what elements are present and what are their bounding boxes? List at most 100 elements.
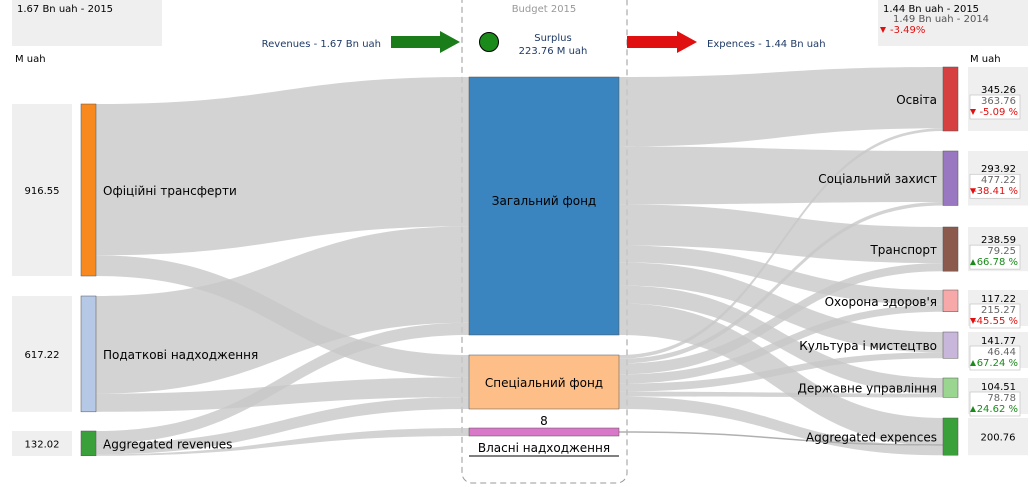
- expence-label-6: Aggregated expences: [806, 431, 937, 445]
- expence-change-4: 67.24 %: [977, 358, 1018, 369]
- source-value-0: 916.55: [25, 186, 60, 197]
- source-value-box-2: [12, 431, 72, 456]
- surplus-label: Surplus: [534, 33, 571, 44]
- flow-out-own-revenue: [618, 431, 944, 446]
- budget-panel-border: [461, 0, 628, 484]
- flow-in-6: [96, 428, 469, 456]
- flow-out-11: [619, 352, 943, 392]
- change-down-icon-0: [970, 109, 976, 115]
- left-summary-label: 1.67 Bn uah - 2015: [17, 4, 113, 15]
- fund-node-0[interactable]: [468, 76, 620, 336]
- flow-out-2: [619, 204, 943, 264]
- right-change-down-icon: [880, 27, 886, 33]
- expence-change-2: 66.78 %: [977, 257, 1018, 268]
- expence-prev-3: 215.27: [981, 305, 1016, 316]
- expence-compare-box-3: [969, 303, 1021, 329]
- fund-value-2: 8: [540, 414, 548, 428]
- expence-prev-1: 477.22: [981, 175, 1016, 186]
- expence-node-4[interactable]: [942, 331, 959, 359]
- unit-right-label: M uah: [970, 54, 1001, 65]
- flow-out-1: [619, 146, 943, 205]
- source-value-2: 132.02: [25, 440, 60, 451]
- expence-node-0[interactable]: [942, 66, 959, 132]
- source-label-0: Офіційні трансферти: [103, 184, 237, 198]
- expence-prev-4: 46.44: [987, 347, 1016, 358]
- expence-prev-5: 78.78: [987, 393, 1016, 404]
- source-node-2[interactable]: [80, 430, 97, 457]
- surplus-icon: [479, 32, 499, 52]
- flow-out-5: [619, 285, 943, 394]
- flow-out-13: [619, 396, 943, 456]
- flow-out-3: [619, 245, 943, 305]
- fund-label-1: Спеціальний фонд: [485, 376, 603, 390]
- source-label-2: Aggregated revenues: [103, 437, 232, 451]
- expence-label-2: Транспорт: [869, 243, 937, 257]
- flow-out-0: [619, 67, 943, 147]
- flow-out-10: [619, 304, 943, 384]
- flow-in-0: [96, 77, 469, 256]
- expence-change-3: -45.55 %: [973, 316, 1018, 327]
- flow-out-7: [619, 128, 943, 359]
- right-summary-label: 1.44 Bn uah - 2015: [883, 4, 979, 15]
- flow-in-2: [96, 226, 469, 394]
- right-change-label: -3.49%: [890, 25, 925, 36]
- expences-label: Expences - 1.44 Bn uah: [707, 39, 826, 50]
- flow-in-3: [96, 377, 469, 412]
- right-prev-label: 1.49 Bn uah - 2014: [893, 14, 989, 25]
- expence-node-3[interactable]: [942, 289, 959, 312]
- left-summary-box: [12, 0, 162, 46]
- source-value-box-0: [12, 104, 72, 276]
- fund-node-2[interactable]: [468, 427, 620, 437]
- expence-prev-0: 363.76: [981, 96, 1016, 107]
- change-up-icon-4: [970, 360, 976, 366]
- expence-label-5: Державне управління: [797, 382, 937, 396]
- expence-value-3: 117.22: [981, 294, 1016, 305]
- expence-node-5[interactable]: [942, 377, 959, 398]
- expence-compare-box-2: [969, 244, 1021, 270]
- expence-value-5: 104.51: [981, 382, 1016, 393]
- change-down-icon-3: [970, 318, 976, 324]
- source-node-1[interactable]: [80, 295, 97, 413]
- surplus-value: 223.76 M uah: [519, 46, 588, 57]
- expence-node-6[interactable]: [942, 417, 959, 456]
- expences-arrow-icon: [627, 31, 697, 53]
- expence-value-4: 141.77: [981, 336, 1016, 347]
- expence-value-0: 345.26: [981, 85, 1016, 96]
- source-value-box-1: [12, 296, 72, 412]
- flow-out-8: [619, 201, 943, 364]
- expence-value-1: 293.92: [981, 164, 1016, 175]
- expence-prev-2: 79.25: [987, 246, 1016, 257]
- expence-compare-box-5: [969, 391, 1021, 417]
- flow-in-4: [96, 322, 469, 444]
- fund-node-1[interactable]: [468, 354, 620, 410]
- expence-change-5: 24.62 %: [977, 404, 1018, 415]
- expence-label-0: Освіта: [896, 93, 937, 107]
- revenues-arrow-icon: [391, 31, 460, 53]
- budget-title: Budget 2015: [512, 4, 577, 15]
- change-down-icon-1: [970, 188, 976, 195]
- revenues-label: Revenues - 1.67 Bn uah: [262, 39, 381, 50]
- expence-value-box-6: [968, 418, 1028, 456]
- flow-out-12: [619, 391, 943, 398]
- expence-compare-box-1: [969, 173, 1021, 199]
- expence-node-1[interactable]: [942, 150, 959, 206]
- right-summary-box: [878, 0, 1028, 46]
- expence-compare-box-0: [969, 94, 1021, 120]
- expence-compare-box-4: [969, 345, 1021, 371]
- flow-in-5: [96, 397, 469, 455]
- change-up-icon-5: [970, 406, 976, 412]
- unit-left-label: M uah: [15, 54, 46, 65]
- expence-value-6: 200.76: [981, 433, 1016, 444]
- flow-out-9: [619, 263, 943, 375]
- expence-label-4: Культура і мистецтво: [799, 339, 937, 353]
- expence-node-2[interactable]: [942, 226, 959, 272]
- source-label-1: Податкові надходження: [103, 348, 258, 362]
- expence-label-3: Охорона здоров'я: [825, 295, 937, 309]
- expence-label-1: Соціальний захист: [818, 172, 937, 186]
- fund-label-2: Власні надходження: [478, 441, 610, 455]
- source-node-0[interactable]: [80, 103, 97, 277]
- expence-value-2: 238.59: [981, 235, 1016, 246]
- fund-label-0: Загальний фонд: [492, 194, 596, 208]
